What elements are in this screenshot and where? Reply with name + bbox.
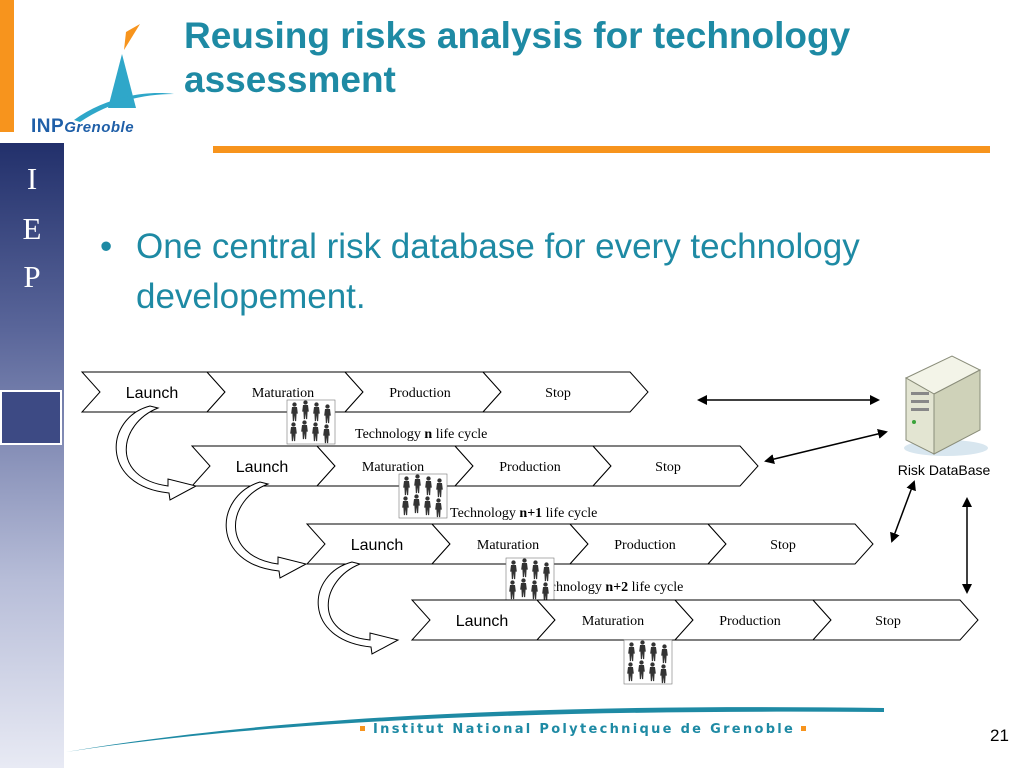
footer-institution-text: Institut National Polytechnique de Greno… [373, 722, 796, 737]
chevron-stop [811, 599, 979, 641]
sidebar-letter-e: E [22, 211, 42, 246]
stage-production-label: Production [614, 538, 675, 553]
team-icon [399, 474, 447, 518]
slide-title: Reusing risks analysis for technology as… [184, 15, 851, 100]
logo-grenoble: Grenoble [64, 119, 135, 136]
team-icon [506, 558, 554, 602]
stage-launch-label: Launch [456, 613, 509, 630]
sidebar: I E P [0, 143, 64, 768]
sidebar-letter-p: P [23, 259, 41, 294]
database-server-icon [904, 355, 988, 456]
stage-launch-label: Launch [236, 459, 289, 476]
stage-maturation-label: Maturation [362, 460, 424, 475]
lifecycle-caption: Technology n life cycle [355, 427, 487, 442]
logo-wordmark: INPGrenoble [31, 116, 134, 138]
team-icon [287, 400, 335, 444]
lifecycle-row-2: Launch Maturation Production Stop Techno… [190, 445, 759, 521]
double-arrow [764, 429, 888, 464]
top-accent-bar [0, 0, 14, 132]
inp-grenoble-logo [74, 24, 174, 122]
footer-square-left [360, 725, 365, 731]
stage-maturation-label: Maturation [252, 386, 314, 401]
lifecycle-row-4: Launch Maturation Production Stop [410, 599, 979, 684]
stage-stop-label: Stop [545, 386, 571, 401]
footer-swoosh [66, 707, 884, 752]
curved-arrow [115, 405, 198, 501]
chevron-stop [591, 445, 759, 487]
stage-maturation-label: Maturation [477, 538, 539, 553]
chevron-stop [706, 523, 874, 565]
curved-arrow [225, 481, 308, 579]
double-arrow [890, 480, 916, 543]
footer-square-right [801, 725, 807, 731]
stage-stop-label: Stop [770, 538, 796, 553]
database-label: Risk DataBase [898, 462, 991, 478]
lifecycle-row-1: Launch Maturation Production Stop Techno… [80, 371, 649, 444]
stage-production-label: Production [719, 614, 780, 629]
database-connectors [697, 395, 972, 594]
bullet-text: One central risk database for every tech… [136, 227, 860, 316]
chevron-stop [481, 371, 649, 413]
bullet-dot: • [100, 227, 113, 266]
transition-arrows [115, 405, 400, 655]
stage-maturation-label: Maturation [582, 614, 644, 629]
page-number: 21 [990, 726, 1009, 745]
stage-production-label: Production [499, 460, 560, 475]
lifecycle-caption: Technology n+2 life cycle [536, 580, 683, 595]
team-icon [624, 640, 672, 684]
lifecycle-row-3: Launch Maturation Production Stop Techno… [305, 523, 874, 602]
sidebar-letter-i: I [26, 161, 38, 196]
stage-launch-label: Launch [126, 385, 179, 402]
stage-stop-label: Stop [875, 614, 901, 629]
stage-production-label: Production [389, 386, 450, 401]
curved-arrow [317, 561, 400, 655]
title-underline [213, 146, 990, 153]
footer-institution: Institut National Polytechnique de Greno… [360, 722, 807, 737]
lifecycle-caption: Technology n+1 life cycle [450, 506, 597, 521]
logo-inp: INP [31, 116, 65, 137]
stage-launch-label: Launch [351, 537, 404, 554]
sidebar-highlight-box [0, 390, 62, 445]
stage-stop-label: Stop [655, 460, 681, 475]
